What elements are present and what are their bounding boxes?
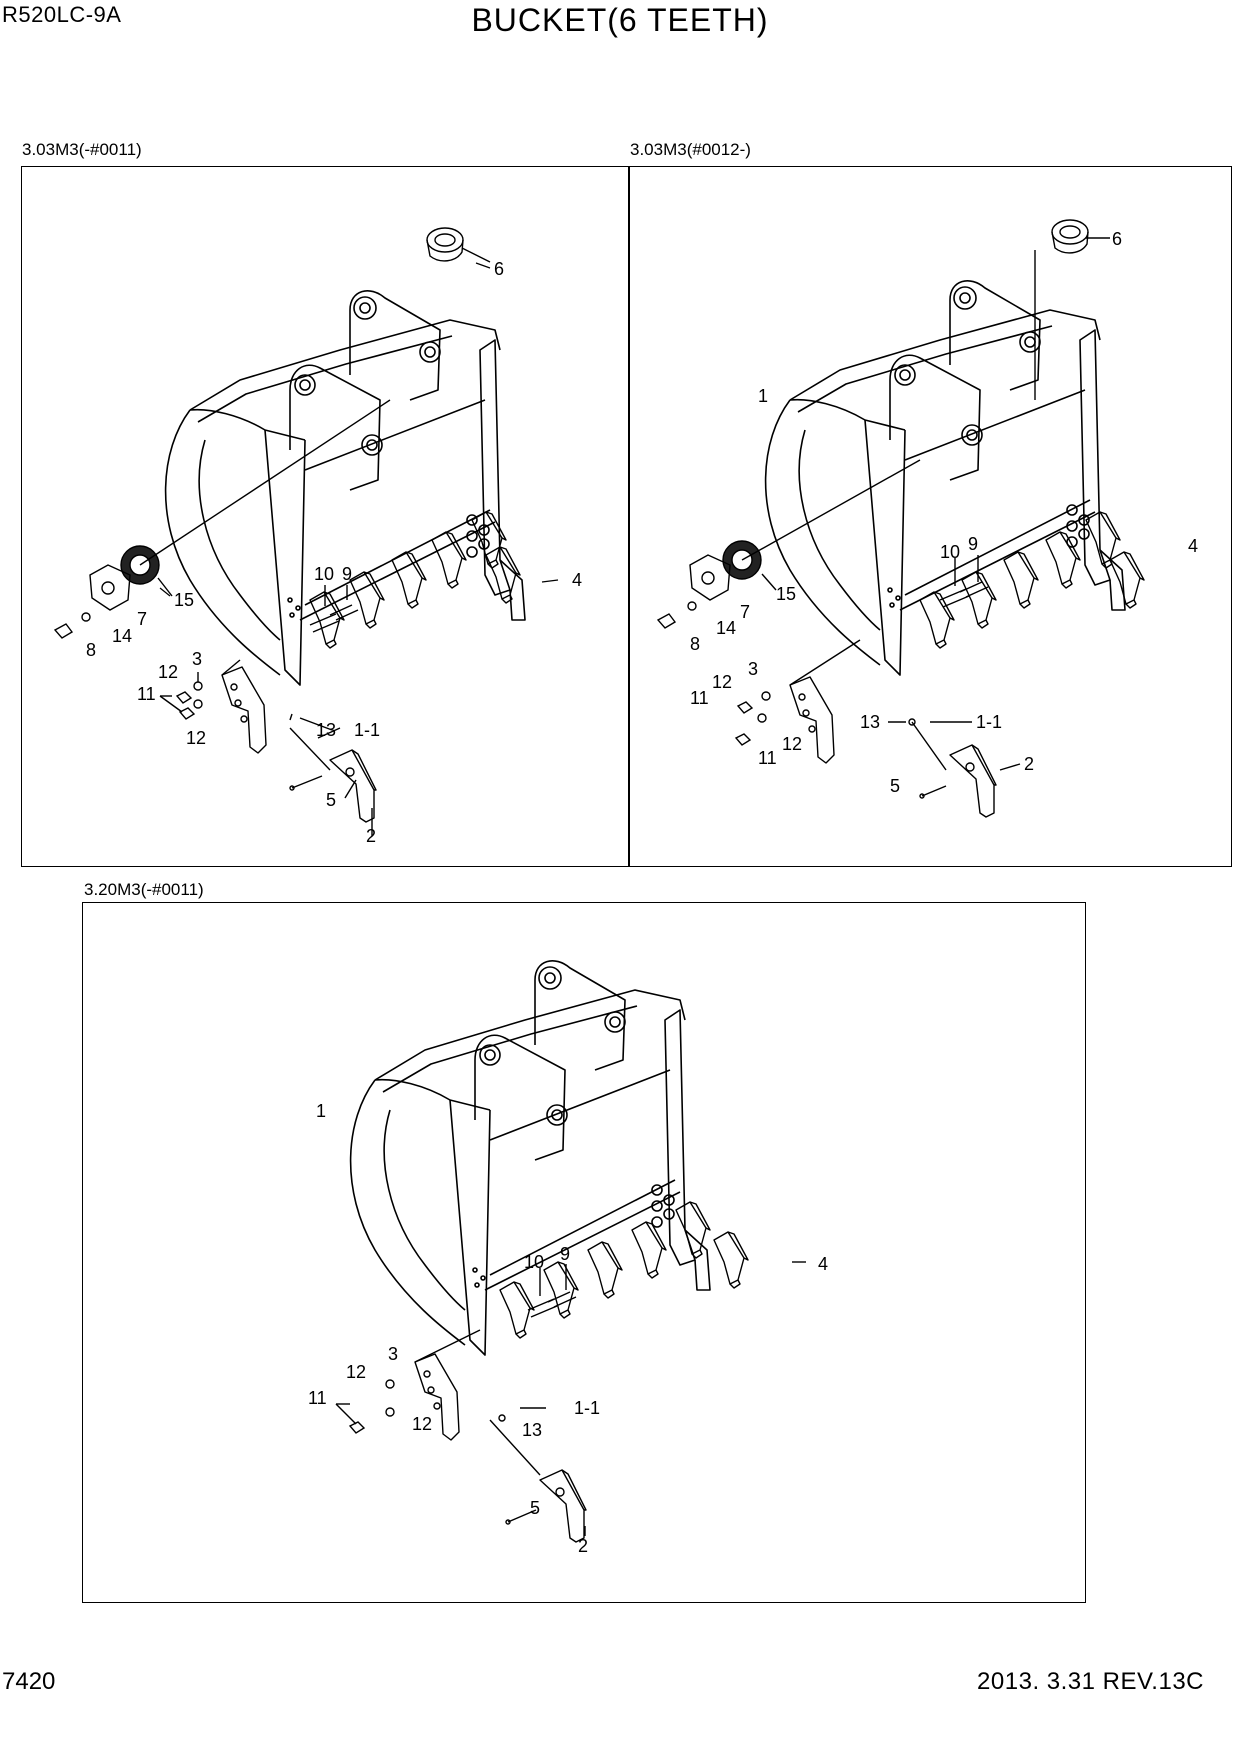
callout-3-1: 1 (316, 1101, 326, 1121)
panel-2-frame (628, 166, 1232, 867)
panel-3-drawing: 1 10 9 4 3 12 11 12 13 1-1 5 2 (308, 960, 828, 1556)
callout-1-12b: 12 (186, 728, 206, 748)
callout-3-2: 2 (578, 1536, 588, 1556)
model-code: R520LC-9A (2, 2, 122, 27)
callout-3-4: 4 (818, 1254, 828, 1274)
callout-3-3: 3 (388, 1344, 398, 1364)
panel-3-label: 3.20M3(-#0011) (84, 880, 204, 899)
callout-2-7: 7 (740, 602, 750, 622)
callout-1-7: 7 (137, 609, 147, 629)
callout-2-15: 15 (776, 584, 796, 604)
callout-1-2: 2 (366, 826, 376, 846)
callout-3-1-1: 1-1 (574, 1398, 600, 1418)
callout-2-8: 8 (690, 634, 700, 654)
panel-1-frame (21, 166, 630, 867)
callout-3-12b: 12 (412, 1414, 432, 1434)
panel-1-label: 3.03M3(-#0011) (22, 140, 142, 159)
panel-2-label: 3.03M3(#0012-) (630, 140, 751, 159)
callout-1-3: 3 (192, 649, 202, 669)
callout-2-12a: 12 (712, 672, 732, 692)
panel-1-drawing: 6 15 7 14 8 10 9 4 3 12 11 12 13 1-1 5 2 (53, 227, 582, 846)
callout-1-13: 13 (316, 720, 336, 740)
callout-1-4: 4 (572, 570, 582, 590)
callout-2-9: 9 (968, 534, 978, 554)
callout-1-6: 6 (494, 259, 504, 279)
callout-2-5: 5 (890, 776, 900, 796)
callout-2-13: 13 (860, 712, 880, 732)
page-title: BUCKET(6 TEETH) (471, 2, 769, 38)
callout-1-12a: 12 (158, 662, 178, 682)
callout-1-14: 14 (112, 626, 132, 646)
callout-1-9: 9 (342, 564, 352, 584)
callout-2-10: 10 (940, 542, 960, 562)
callout-2-14: 14 (716, 618, 736, 638)
callout-3-11: 11 (308, 1388, 327, 1408)
callout-2-11b: 11 (758, 748, 777, 768)
callout-1-10: 10 (314, 564, 334, 584)
panel-2-drawing: 6 1 10 9 4 15 7 14 8 3 12 11 12 11 13 1-… (656, 219, 1198, 818)
callout-2-1: 1 (758, 386, 768, 406)
revision-date: 2013. 3.31 REV.13C (977, 1668, 1204, 1695)
callout-2-4: 4 (1188, 536, 1198, 556)
callout-3-5: 5 (530, 1498, 540, 1518)
callout-1-8: 8 (86, 640, 96, 660)
callout-1-11: 11 (137, 684, 156, 704)
callout-2-12b: 12 (782, 734, 802, 754)
callout-2-2: 2 (1024, 754, 1034, 774)
callout-2-3: 3 (748, 659, 758, 679)
callout-2-1-1: 1-1 (976, 712, 1002, 732)
callout-2-11a: 11 (690, 688, 709, 708)
panel-3-frame (82, 902, 1086, 1603)
callout-1-5: 5 (326, 790, 336, 810)
callout-3-10: 10 (524, 1252, 544, 1272)
callout-1-15: 15 (174, 590, 194, 610)
callout-3-12a: 12 (346, 1362, 366, 1382)
page-number: 7420 (2, 1668, 56, 1695)
callout-1-1-1: 1-1 (354, 720, 380, 740)
callout-3-9: 9 (560, 1244, 570, 1264)
callout-3-13: 13 (522, 1420, 542, 1440)
callout-2-6: 6 (1112, 229, 1122, 249)
